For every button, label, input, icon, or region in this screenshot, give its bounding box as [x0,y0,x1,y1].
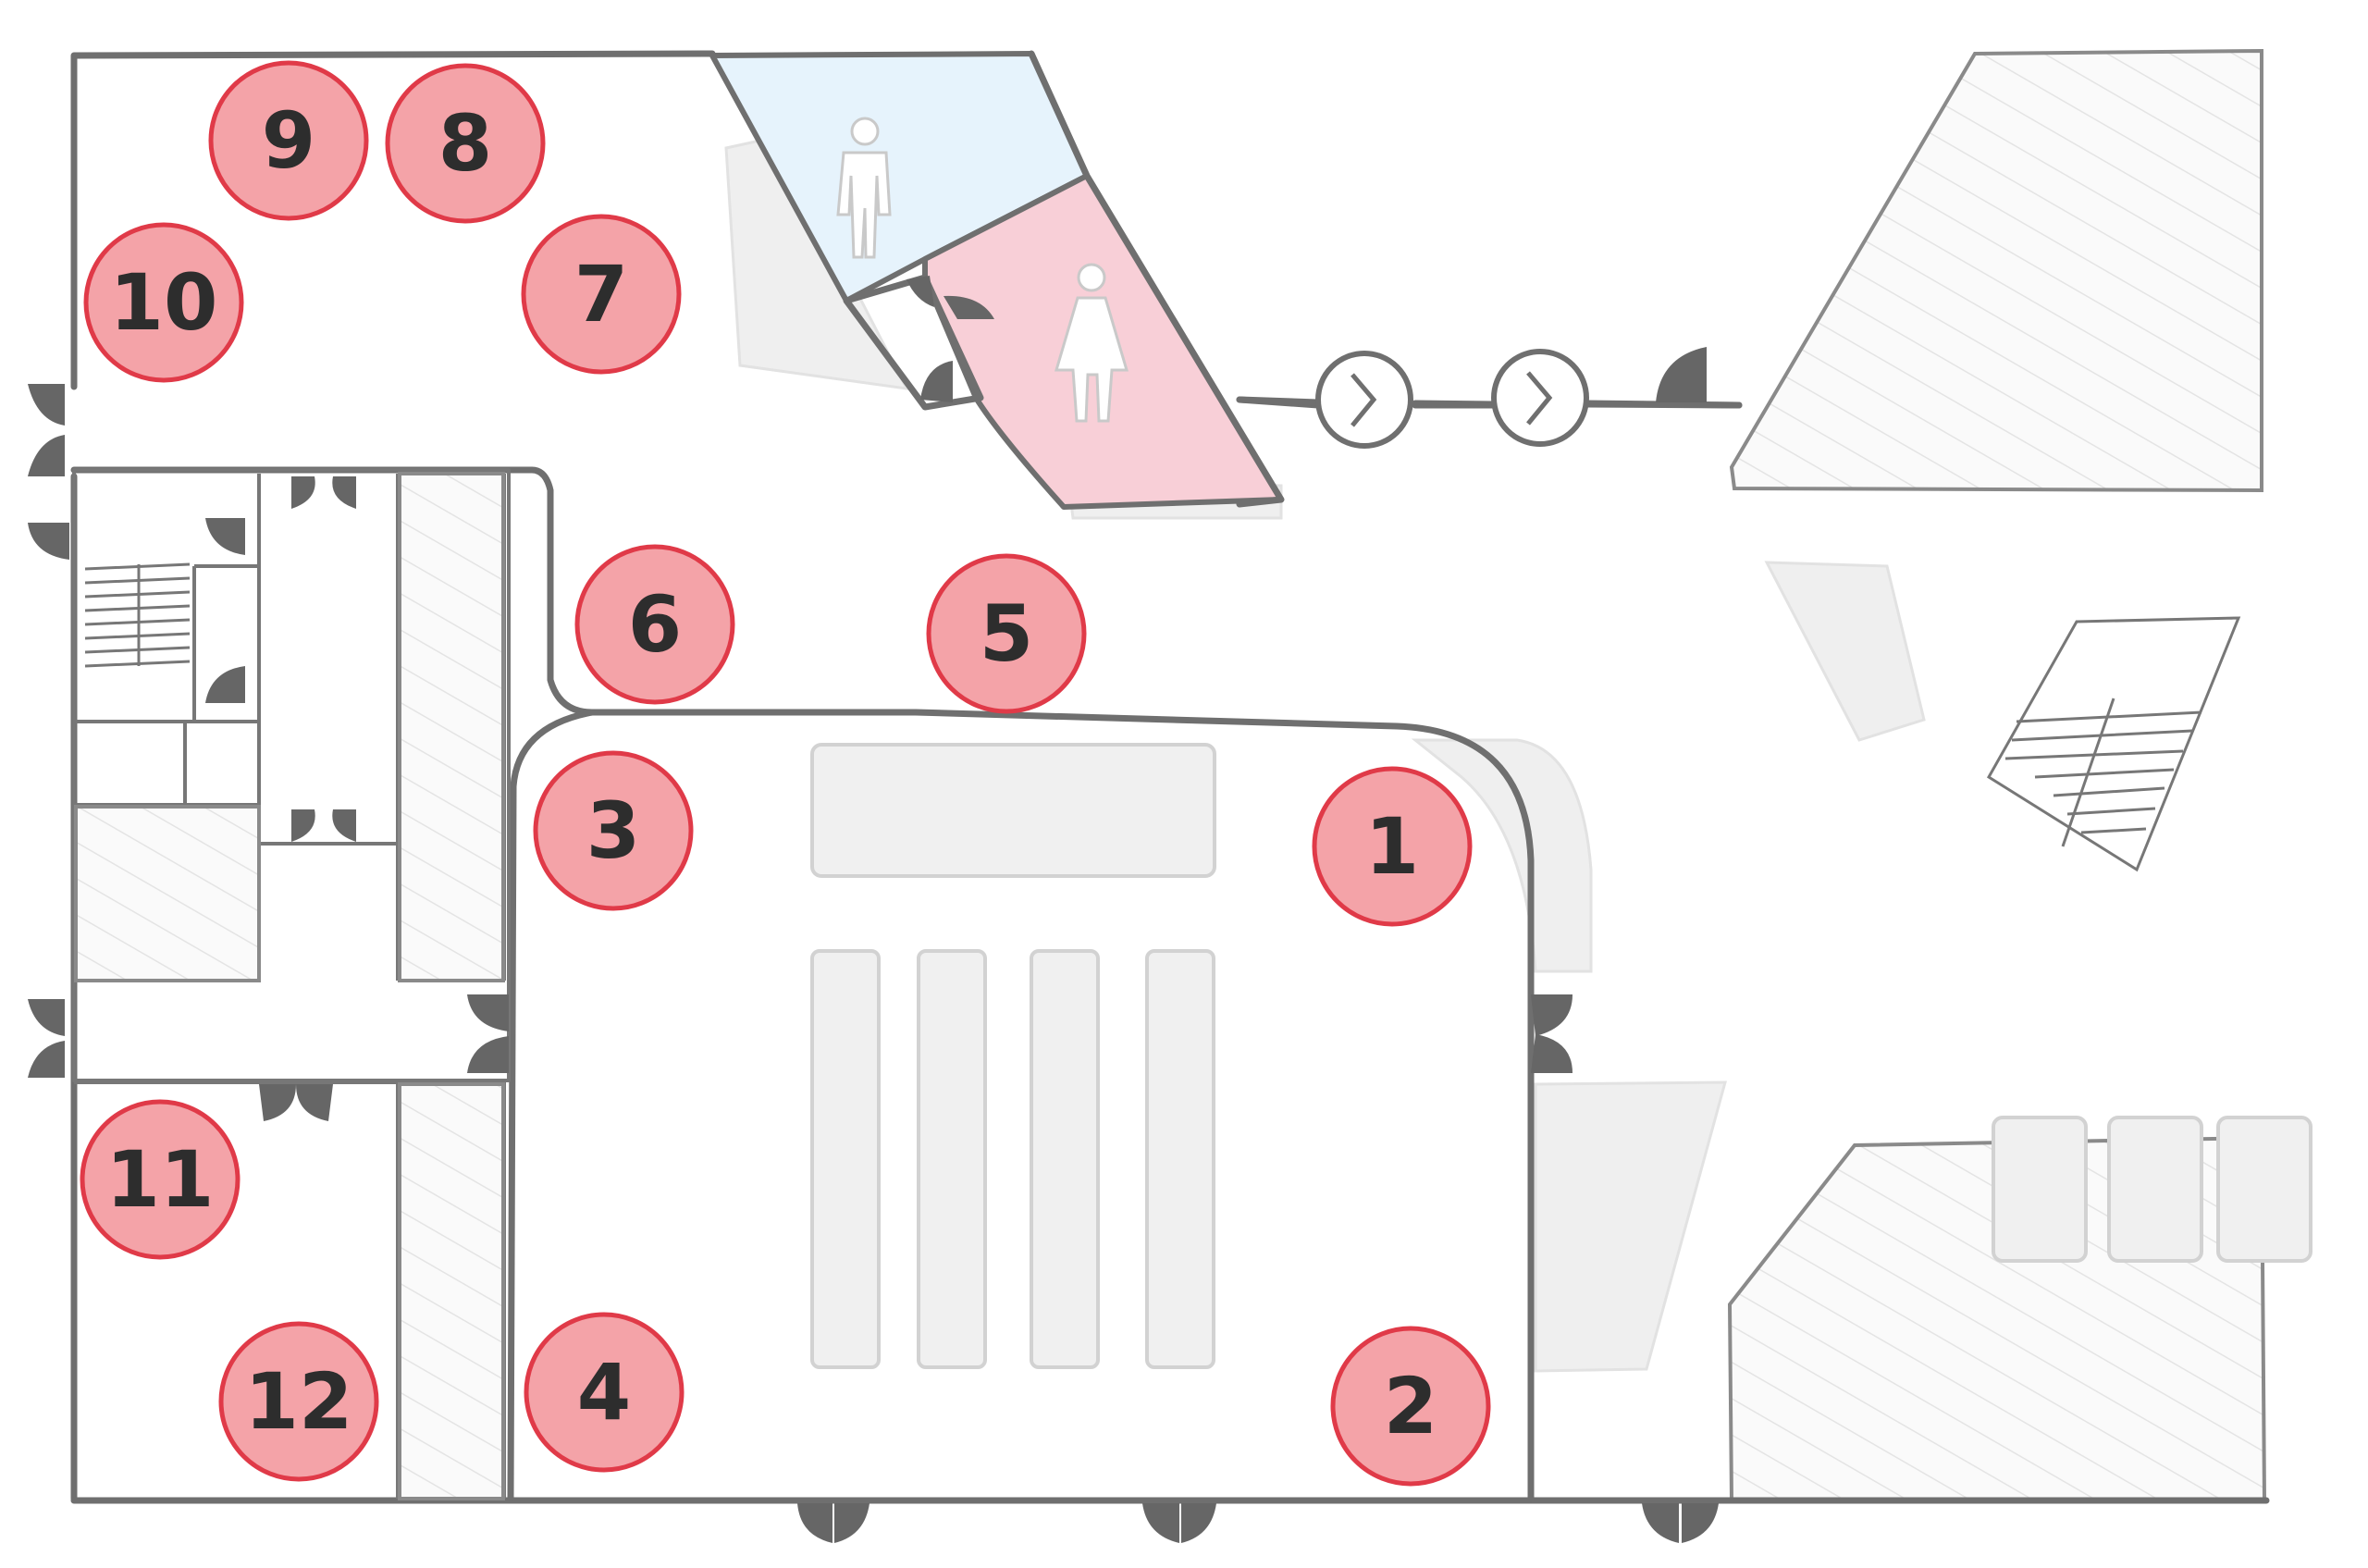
bench-2 [917,949,987,1369]
svg-text:1: 1 [1365,801,1419,892]
door-icon[interactable] [28,384,69,560]
locker-3 [2216,1116,2312,1263]
svg-text:12: 12 [245,1356,353,1447]
svg-text:5: 5 [980,588,1033,679]
shaded-area-east-ramp [1411,738,1593,973]
main-hall-wall [507,709,596,1502]
location-marker-12[interactable]: 12 [218,1321,379,1482]
location-marker-3[interactable]: 3 [533,750,694,911]
door-icon[interactable] [205,518,245,703]
male-restroom-icon [836,117,892,259]
hatched-corridor-southwest [398,1082,505,1500]
bench-3 [1030,949,1100,1369]
location-marker-1[interactable]: 1 [1312,766,1473,927]
location-marker-6[interactable]: 6 [574,544,735,705]
svg-text:7: 7 [574,249,628,340]
locker-2 [2107,1116,2203,1263]
location-marker-7[interactable]: 7 [521,214,682,375]
stairs-icon [84,562,191,668]
svg-text:6: 6 [628,579,682,670]
location-marker-10[interactable]: 10 [83,222,244,383]
shaded-area-east-lobby [1534,1080,1727,1373]
svg-text:10: 10 [110,257,218,348]
female-restroom-icon [1054,263,1129,423]
svg-text:4: 4 [577,1347,631,1438]
location-marker-5[interactable]: 5 [926,553,1087,714]
bench-4 [1145,949,1215,1369]
door-icon[interactable] [797,1503,1719,1543]
counter-table [810,743,1216,878]
svg-text:9: 9 [262,95,315,186]
hatched-corridor-west [398,472,505,982]
location-marker-2[interactable]: 2 [1330,1326,1491,1487]
location-marker-11[interactable]: 11 [80,1099,240,1260]
svg-text:3: 3 [586,785,640,876]
shaded-area-pillar [1764,561,1926,742]
restroom-vestibule [843,274,984,411]
turnstile-corridor-wall [1236,396,1743,409]
hatched-room-west [74,805,261,982]
location-marker-8[interactable]: 8 [385,63,546,224]
svg-text:8: 8 [438,98,492,189]
locker-1 [1992,1116,2088,1263]
door-icon[interactable] [291,476,356,842]
svg-text:2: 2 [1384,1361,1437,1451]
stairs-icon-east [1986,616,2241,872]
hatched-block-northeast [1729,48,2263,493]
turnstile-icon[interactable] [1315,351,1413,449]
outer-wall-north [70,50,1285,508]
door-icon[interactable] [906,276,1707,402]
turnstile-icon[interactable] [1491,349,1589,447]
location-marker-4[interactable]: 4 [524,1312,684,1473]
bench-1 [810,949,881,1369]
location-marker-9[interactable]: 9 [208,60,369,221]
door-icon[interactable] [1531,994,1572,1073]
door-icon[interactable] [28,994,509,1121]
svg-text:11: 11 [106,1134,215,1225]
